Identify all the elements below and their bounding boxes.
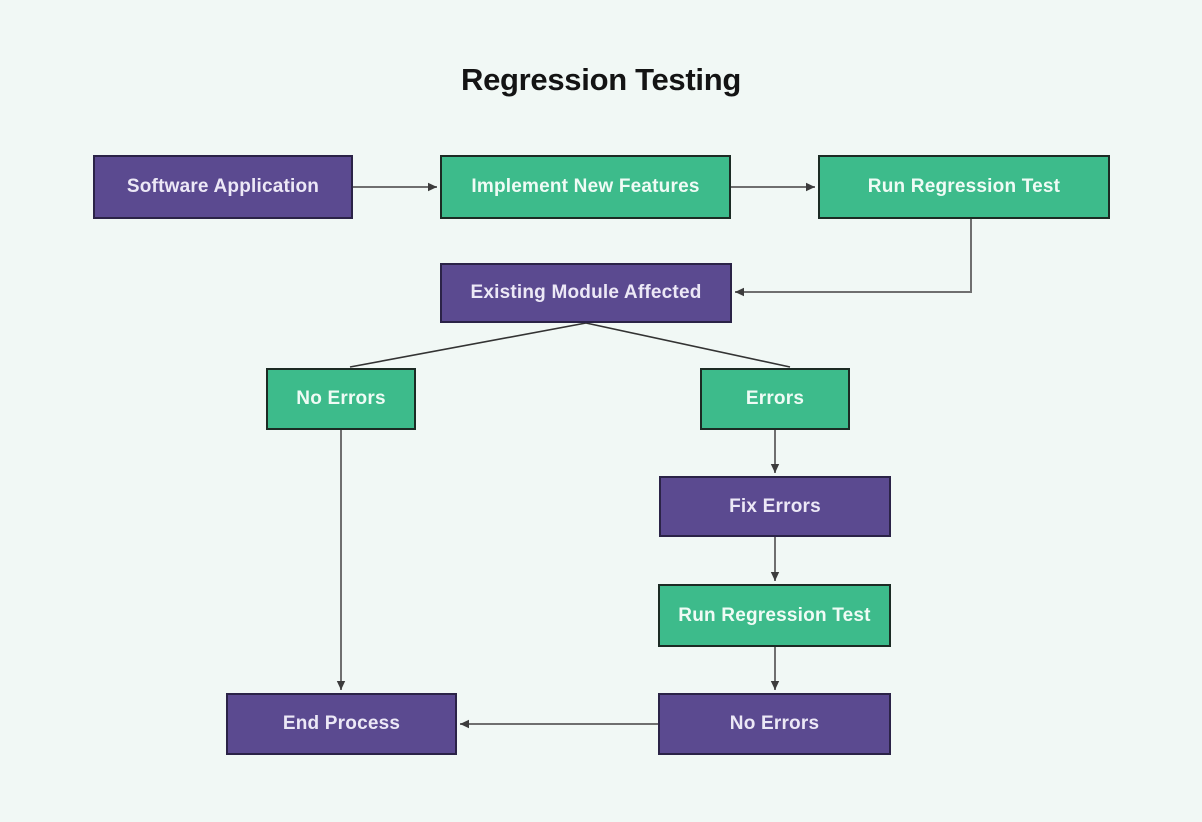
- node-label: Run Regression Test: [867, 176, 1061, 197]
- node-end-process: End Process: [226, 693, 457, 755]
- diagram-title: Regression Testing: [461, 62, 741, 97]
- node-no-errors-final: No Errors: [658, 693, 891, 755]
- node-software-application: Software Application: [93, 155, 353, 219]
- node-label: Implement New Features: [471, 176, 700, 197]
- node-label: Run Regression Test: [678, 604, 871, 626]
- node-existing-module-affected: Existing Module Affected: [440, 263, 732, 323]
- node-label: Fix Errors: [729, 495, 821, 517]
- node-fix-errors: Fix Errors: [659, 476, 891, 537]
- node-label: Existing Module Affected: [470, 282, 702, 303]
- node-no-errors-branch: No Errors: [266, 368, 416, 430]
- edge-existing-to-no-errors: [349, 322, 587, 368]
- node-label: No Errors: [296, 388, 386, 409]
- node-label: Software Application: [126, 176, 320, 197]
- node-label: End Process: [282, 713, 401, 734]
- node-label: Errors: [745, 388, 805, 409]
- edge-run1-to-existing: [735, 219, 972, 297]
- edge-existing-to-errors: [585, 322, 791, 368]
- node-errors-branch: Errors: [700, 368, 850, 430]
- node-run-regression-test-2: Run Regression Test: [658, 584, 891, 647]
- node-run-regression-test-1: Run Regression Test: [818, 155, 1110, 219]
- node-label: No Errors: [729, 713, 820, 734]
- node-implement-new-features: Implement New Features: [440, 155, 731, 219]
